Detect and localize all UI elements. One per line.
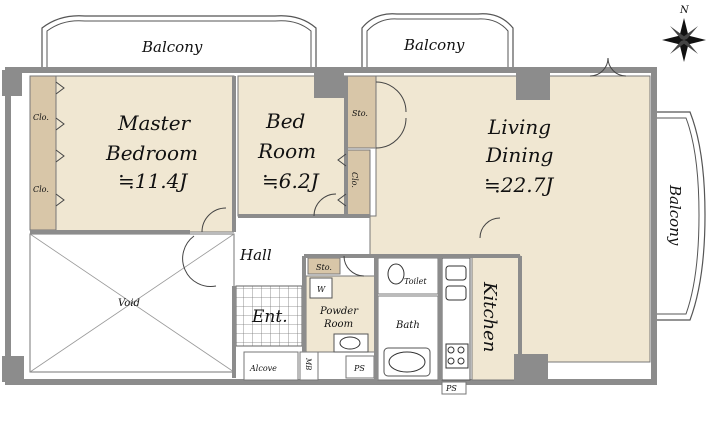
alcove-area xyxy=(243,351,299,381)
kitchen-sink xyxy=(445,265,467,281)
hall-area xyxy=(234,232,306,284)
balcony-top-left-label: Balcony xyxy=(141,38,203,56)
toilet-room xyxy=(377,257,439,295)
powder-room-label-2: Room xyxy=(323,319,353,330)
powder-room-label-1: Powder xyxy=(319,306,359,317)
kitchen-label: Kitchen xyxy=(479,281,500,352)
pillars xyxy=(2,70,550,382)
bed-room-label-2: Room xyxy=(257,139,316,163)
kitchen-sink-2 xyxy=(445,285,467,301)
washer-box xyxy=(309,277,333,299)
interior-walls xyxy=(30,76,522,380)
master-bedroom-room xyxy=(55,75,235,233)
living-dining-area: ≒22.7J xyxy=(484,173,554,197)
closet-2-label: Clo. xyxy=(33,185,49,194)
bed-room-label-1: Bed xyxy=(265,109,305,133)
ps-left-label: PS xyxy=(353,364,365,373)
closet-1-label: Clo. xyxy=(33,113,49,122)
compass-rose: N xyxy=(662,5,706,62)
kitchen-room xyxy=(471,255,521,381)
master-bedroom-area: ≒11.4J xyxy=(118,169,188,193)
living-dining-label-1: Living xyxy=(487,115,551,139)
balcony-right-label: Balcony xyxy=(666,184,684,246)
bathtub xyxy=(383,347,431,377)
stove xyxy=(445,343,469,369)
compass-north-label: N xyxy=(679,5,690,16)
ps-box-bottom xyxy=(441,381,467,395)
living-storage-label: Sto. xyxy=(352,109,368,118)
bed-room-room xyxy=(237,75,347,217)
void-label: Void xyxy=(118,298,140,309)
hall-label: Hall xyxy=(239,246,272,264)
fixtures xyxy=(339,263,465,373)
master-bedroom-label-2: Bedroom xyxy=(105,141,198,165)
entrance-tile xyxy=(235,285,303,347)
balcony-right xyxy=(652,111,706,321)
hall-storage-label: Sto. xyxy=(316,263,332,272)
bath-label: Bath xyxy=(395,320,420,331)
closet-bed-label: Clo. xyxy=(350,172,359,188)
mb-label: MB xyxy=(304,357,312,370)
alcove-label: Alcove xyxy=(249,364,277,373)
ps-bottom-label: PS xyxy=(445,384,457,393)
washer-label: W xyxy=(317,285,326,294)
living-dining-label-2: Dining xyxy=(485,143,553,167)
toilet-label: Toilet xyxy=(404,277,427,286)
entrance-label: Ent. xyxy=(251,307,288,327)
bed-closet xyxy=(345,149,371,217)
balcony-top-left xyxy=(41,15,317,70)
closet-area xyxy=(29,75,57,231)
master-bedroom-label-1: Master xyxy=(117,111,192,135)
balcony-top-right-label: Balcony xyxy=(403,36,465,54)
balcony-top-right xyxy=(361,13,514,70)
door-swings xyxy=(55,57,627,287)
bed-room-area: ≒6.2J xyxy=(262,169,320,193)
